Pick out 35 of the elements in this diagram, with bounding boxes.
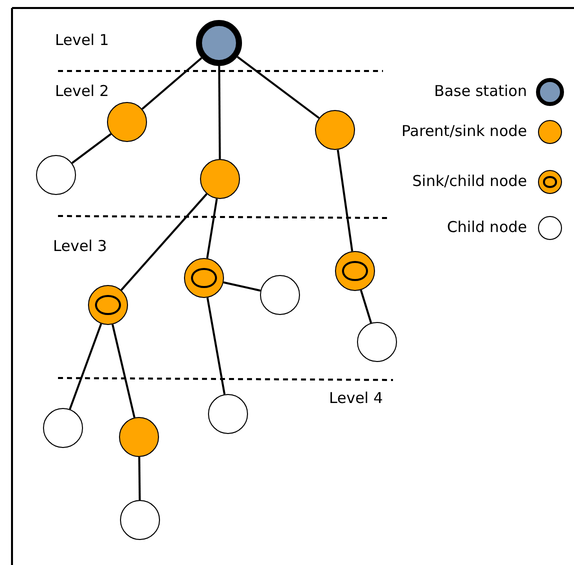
sink-child-node bbox=[335, 251, 375, 291]
tree-link bbox=[336, 150, 354, 252]
parent-node bbox=[315, 110, 355, 150]
tree-link bbox=[120, 193, 208, 291]
child-node bbox=[357, 322, 397, 362]
child-node bbox=[208, 394, 248, 434]
parent-node bbox=[119, 417, 159, 457]
tree-link bbox=[206, 198, 218, 258]
sink-child-node bbox=[184, 258, 224, 298]
legend-label: Base station bbox=[434, 82, 527, 100]
legend-label: Sink/child node bbox=[412, 172, 527, 190]
tree-link bbox=[218, 66, 221, 160]
parent-node bbox=[107, 102, 147, 142]
level-label: Level 3 bbox=[53, 237, 107, 255]
child-node bbox=[43, 408, 83, 448]
child-node bbox=[260, 275, 300, 315]
tree-link bbox=[236, 56, 320, 119]
tree-link bbox=[142, 57, 202, 110]
tree-link bbox=[71, 133, 112, 164]
base-station-node bbox=[196, 20, 242, 66]
legend-label: Child node bbox=[446, 218, 527, 236]
tree-link bbox=[138, 456, 141, 500]
level-label: Level 2 bbox=[55, 82, 109, 100]
level-label: Level 4 bbox=[329, 389, 383, 407]
tree-link bbox=[68, 323, 102, 410]
tree-link bbox=[206, 298, 226, 394]
tree-link bbox=[360, 290, 372, 324]
child-node bbox=[36, 155, 76, 195]
level-label: Level 1 bbox=[55, 31, 109, 49]
parent-node bbox=[200, 159, 240, 199]
child-node bbox=[120, 500, 160, 540]
tree-link bbox=[223, 281, 261, 292]
legend-label: Parent/sink node bbox=[402, 122, 527, 140]
tree-link bbox=[112, 324, 136, 418]
sink-child-node bbox=[88, 285, 128, 325]
